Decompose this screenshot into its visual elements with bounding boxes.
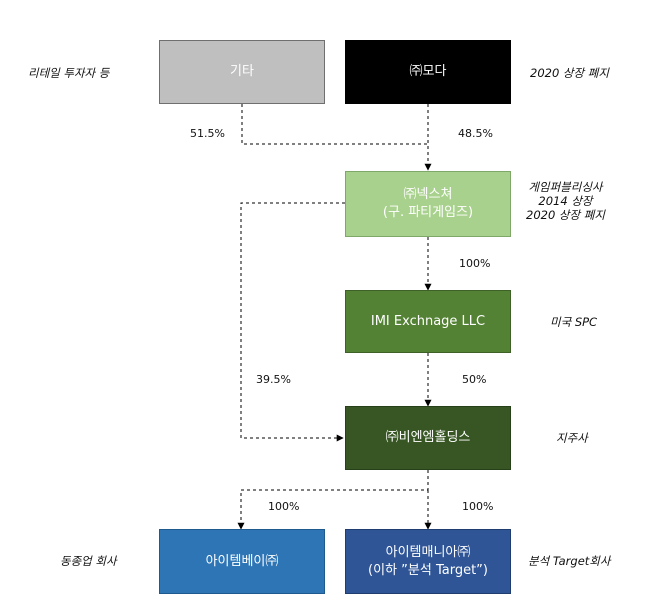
entity-imi-label: IMI Exchnage LLC bbox=[370, 313, 486, 329]
note-nexture-line-3: 2020 상장 폐지 bbox=[526, 208, 605, 222]
entity-other-label: 기타 bbox=[230, 64, 254, 79]
pct-imi-to-bn: 50% bbox=[462, 373, 487, 386]
pct-bn-to-itembay: 100% bbox=[268, 500, 300, 513]
note-nexture: 게임퍼블리싱사 2014 상장 2020 상장 폐지 bbox=[526, 180, 605, 222]
note-itemmania: 분석 Target회사 bbox=[528, 554, 611, 568]
connector-nexture-to-bn bbox=[240, 202, 345, 442]
pct-nexture-to-imi: 100% bbox=[459, 257, 491, 270]
pct-moda-to-nexture: 48.5% bbox=[458, 127, 493, 140]
note-imi: 미국 SPC bbox=[550, 315, 598, 329]
pct-other-to-nexture: 51.5% bbox=[190, 127, 225, 140]
entity-itembay: 아이템베이㈜ bbox=[159, 529, 325, 594]
entity-itemmania: 아이템매니아㈜ (이하 ”분석 Target”) bbox=[345, 529, 511, 594]
entity-itemmania-note: (이하 ”분석 Target”) bbox=[368, 562, 488, 578]
note-nexture-line-2: 2014 상장 bbox=[538, 194, 593, 208]
note-bn: 지주사 bbox=[556, 431, 588, 445]
entity-imi: IMI Exchnage LLC bbox=[345, 290, 511, 353]
note-moda: 2020 상장 폐지 bbox=[530, 66, 609, 80]
note-other: 리테일 투자자 등 bbox=[28, 66, 110, 80]
pct-nexture-to-bn: 39.5% bbox=[256, 373, 291, 386]
note-nexture-line-1: 게임퍼블리싱사 bbox=[528, 180, 603, 194]
connector-other-to-nexture bbox=[241, 104, 428, 145]
entity-other: 기타 bbox=[159, 40, 325, 104]
note-itembay: 동종업 회사 bbox=[60, 554, 117, 568]
entity-itemmania-name: 아이템매니아㈜ bbox=[385, 544, 471, 560]
entity-moda: ㈜모다 bbox=[345, 40, 511, 104]
entity-bn-holdings-label: ㈜비엔엠홀딩스 bbox=[385, 430, 471, 445]
entity-nexture-name: ㈜넥스쳐 bbox=[403, 187, 453, 202]
entity-itembay-label: 아이템베이㈜ bbox=[205, 553, 279, 569]
entity-moda-label: ㈜모다 bbox=[409, 64, 447, 79]
entity-nexture: ㈜넥스쳐 (구. 파티게임즈) bbox=[345, 171, 511, 237]
entity-bn-holdings: ㈜비엔엠홀딩스 bbox=[345, 406, 511, 470]
pct-bn-to-itemmania: 100% bbox=[462, 500, 494, 513]
entity-nexture-former-name: (구. 파티게임즈) bbox=[382, 205, 474, 220]
